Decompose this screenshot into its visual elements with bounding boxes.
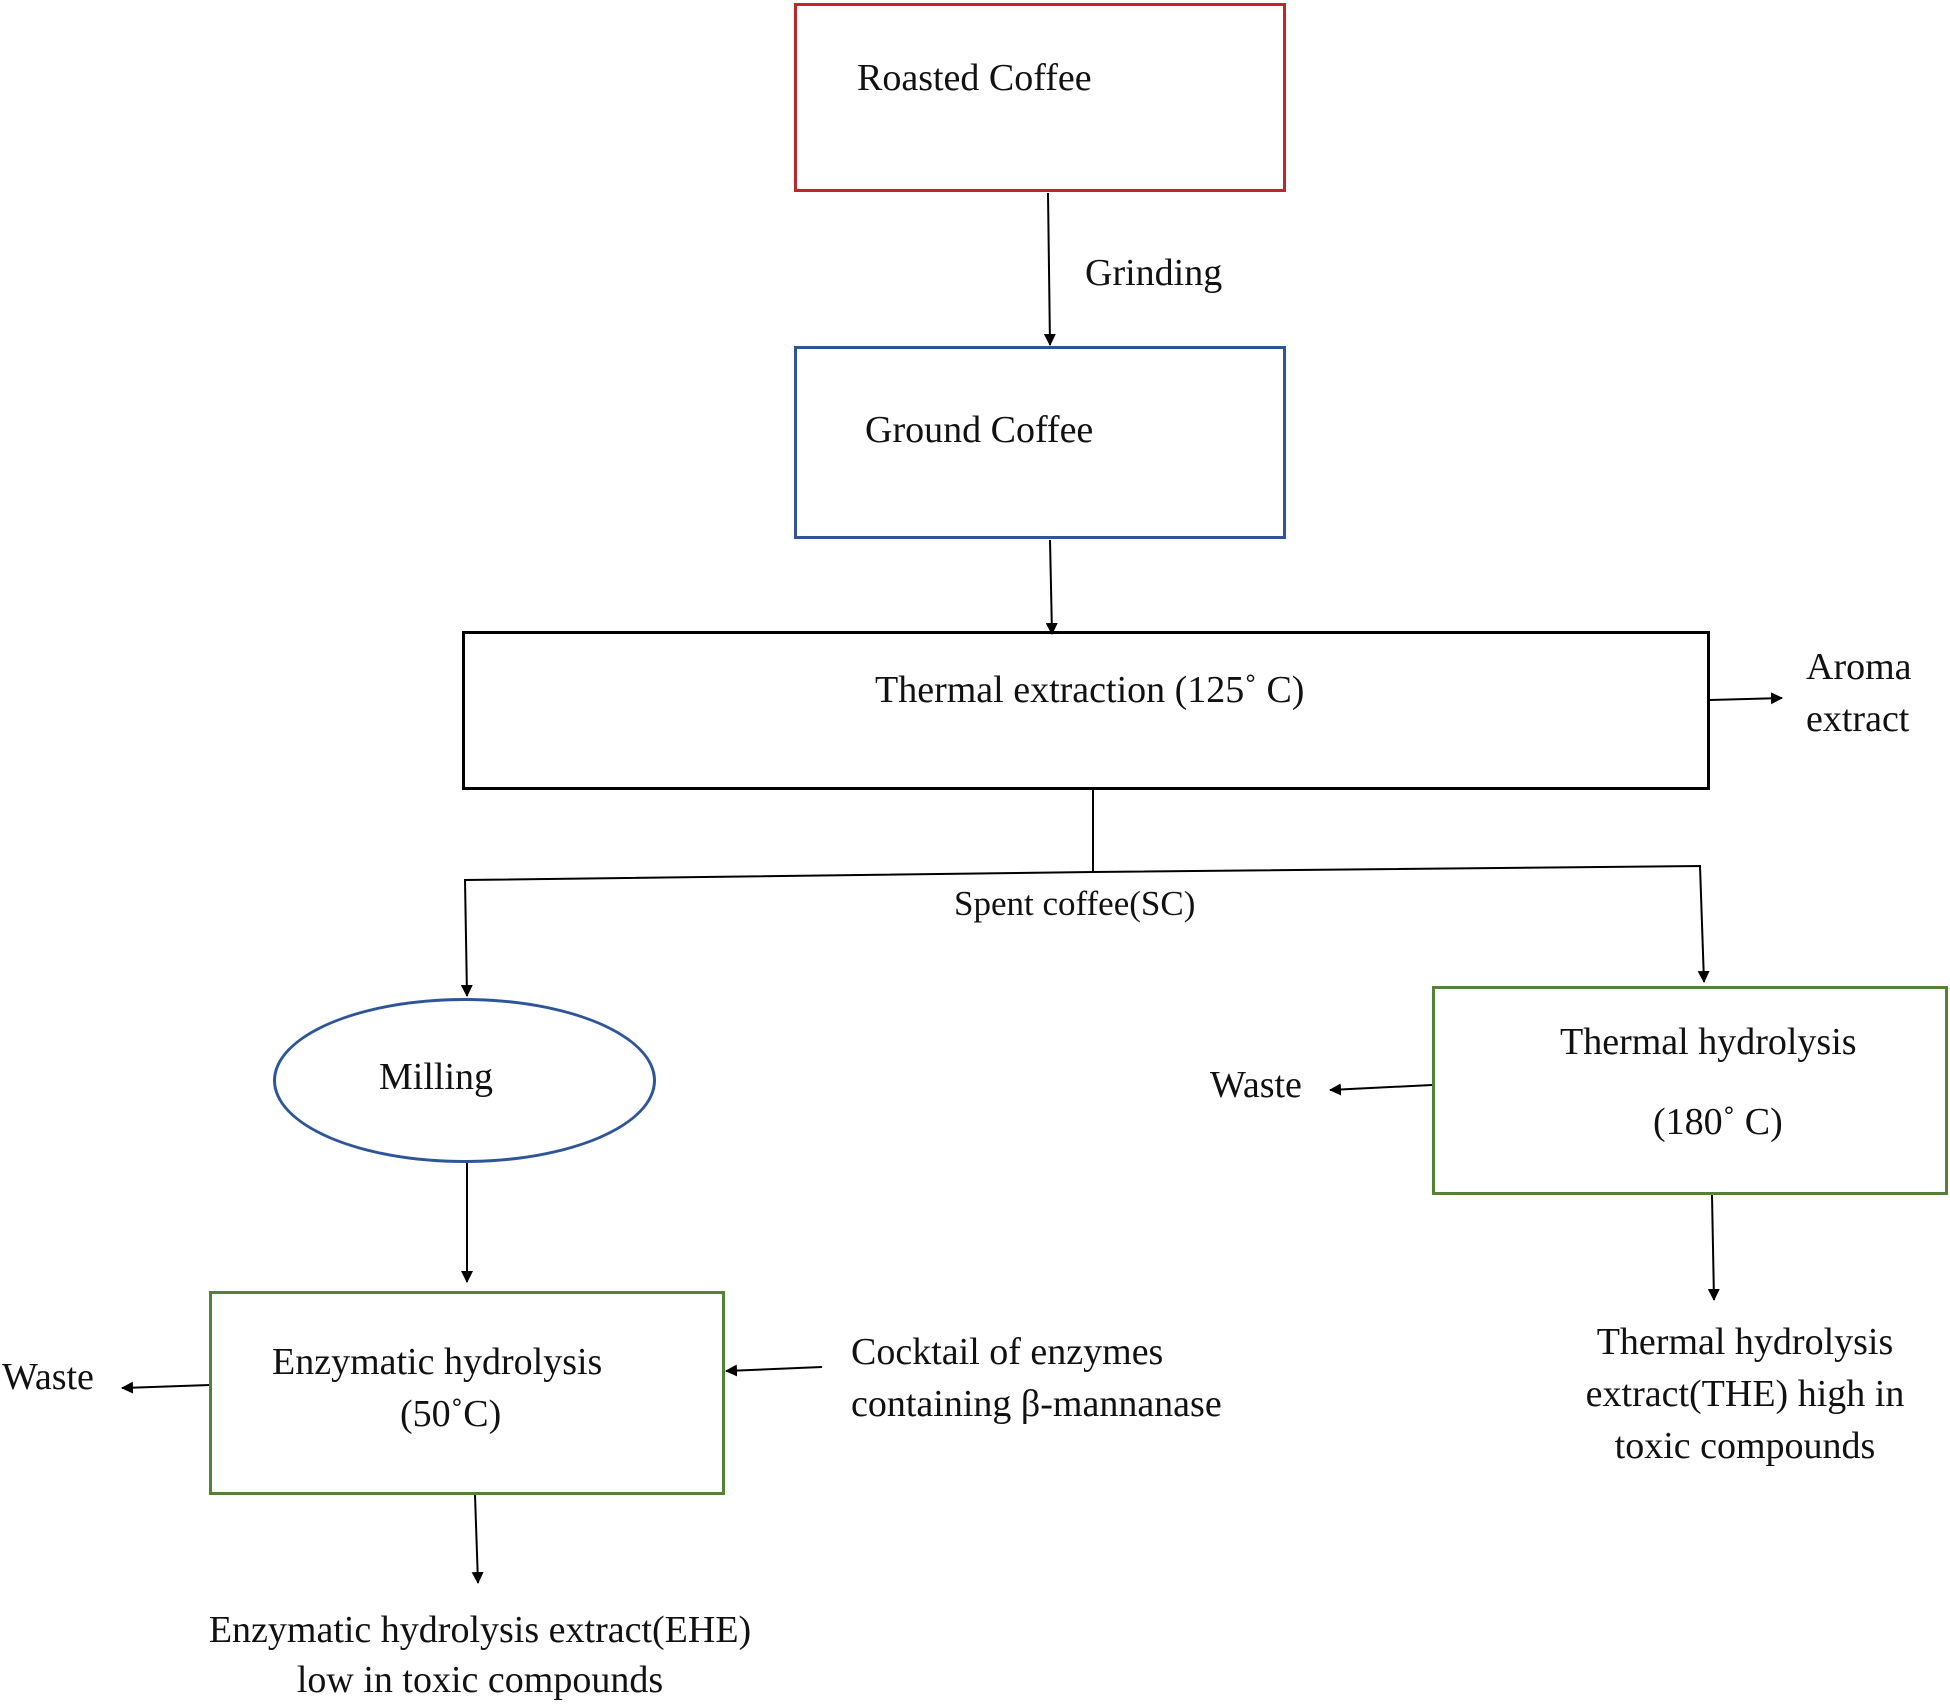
- the-arrow: [1707, 1194, 1720, 1301]
- enzymatic-hydrolysis-node: Enzymatic hydrolysis (50˚C): [209, 1291, 725, 1495]
- grinding-arrow: [1043, 192, 1056, 346]
- thermal-extraction-node: Thermal extraction (125˚ C): [462, 631, 1710, 790]
- thermal-extraction-label: Thermal extraction (125˚ C): [875, 669, 1305, 711]
- milling-label: Milling: [379, 1056, 494, 1098]
- cocktail-arrow: [725, 1364, 823, 1377]
- aroma-label-line2: extract: [1806, 698, 1910, 740]
- spent-coffee-left-branch: [460, 871, 1094, 997]
- ground-to-extraction-arrow: [1045, 539, 1058, 635]
- ground-coffee-node: Ground Coffee: [794, 346, 1286, 539]
- ehe-label-line1: Enzymatic hydrolysis extract(EHE): [208, 1609, 752, 1651]
- enzymatic-hydrolysis-label-line2: (50˚C): [400, 1393, 502, 1435]
- enzymatic-waste-arrow: [121, 1381, 211, 1394]
- thermal-hydrolysis-label-line1: Thermal hydrolysis: [1560, 1021, 1857, 1063]
- spent-coffee-label: Spent coffee(SC): [954, 884, 1196, 923]
- thermal-waste-arrow: [1329, 1083, 1433, 1096]
- grinding-label: Grinding: [1085, 252, 1223, 294]
- thermal-hydrolysis-label-line2: (180˚ C): [1653, 1101, 1783, 1143]
- spent-coffee-right-branch: [1092, 864, 1710, 983]
- roasted-coffee-node: Roasted Coffee: [794, 3, 1286, 192]
- aroma-arrow: [1709, 692, 1783, 705]
- waste-left-label: Waste: [2, 1356, 94, 1398]
- roasted-coffee-label: Roasted Coffee: [857, 57, 1092, 99]
- ground-coffee-label: Ground Coffee: [865, 409, 1094, 451]
- the-label-line3: toxic compounds: [1614, 1425, 1876, 1467]
- cocktail-label-line1: Cocktail of enzymes: [851, 1331, 1164, 1373]
- cocktail-label-line2: containing β-mannanase: [851, 1383, 1222, 1425]
- the-label-line1: Thermal hydrolysis: [1596, 1321, 1894, 1363]
- ehe-label-line2: low in toxic compounds: [296, 1659, 664, 1701]
- the-label-line2: extract(THE) high in: [1585, 1373, 1905, 1415]
- aroma-label-line1: Aroma: [1806, 646, 1912, 688]
- enzymatic-hydrolysis-label-line1: Enzymatic hydrolysis: [272, 1341, 603, 1383]
- milling-node: Milling: [273, 998, 656, 1163]
- thermal-hydrolysis-node: Thermal hydrolysis (180˚ C): [1432, 986, 1948, 1195]
- waste-right-label: Waste: [1210, 1064, 1302, 1106]
- ehe-arrow: [471, 1494, 484, 1584]
